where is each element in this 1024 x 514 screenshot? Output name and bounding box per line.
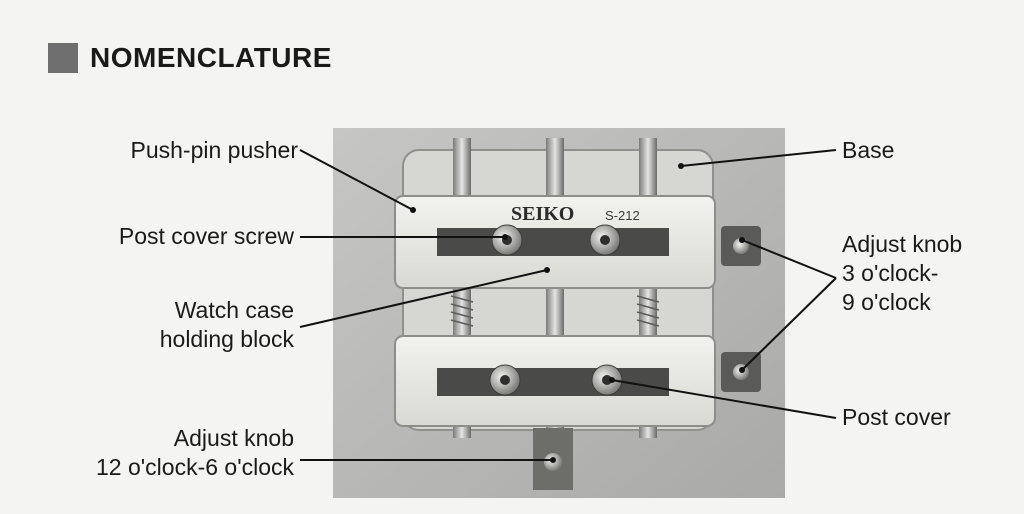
label-watch-case-line-1: Watch case [174, 297, 294, 323]
label-adjust-knob-3-9-line-2: 3 o'clock- [842, 260, 939, 286]
leader-post-cover [611, 379, 837, 419]
heading-square-icon [48, 43, 78, 73]
label-post-cover-screw: Post cover screw [118, 223, 294, 249]
model-mark: S-212 [605, 208, 640, 223]
label-adjust-knob-12-6-line-1: Adjust knob [173, 425, 294, 451]
device-photo: SEIKO S-212 [333, 128, 785, 498]
brand-mark: SEIKO [511, 203, 574, 225]
label-base: Base [842, 137, 895, 163]
label-post-cover: Post cover [842, 404, 951, 430]
leader-watch-case-holding-block [299, 269, 548, 328]
label-adjust-knob-12-6: Adjust knob 12 o'clock-6 o'clock [96, 424, 294, 482]
label-watch-case-holding-block: Watch case holding block [160, 296, 294, 354]
label-watch-case-line-2: holding block [159, 326, 294, 352]
label-adjust-knob-12-6-line-2: 12 o'clock-6 o'clock [96, 454, 294, 480]
lower-slot [437, 368, 669, 396]
section-heading: NOMENCLATURE [48, 40, 332, 76]
label-push-pin-pusher: Push-pin pusher [130, 137, 299, 163]
label-adjust-knob-3-9: Adjust knob 3 o'clock- 9 o'clock [842, 230, 962, 317]
leader-base [680, 149, 837, 167]
leader-adjust-knob-3-9-top [741, 239, 837, 279]
thread-marks [450, 295, 660, 327]
leader-push-pin-pusher [299, 149, 414, 211]
label-adjust-knob-3-9-line-1: Adjust knob [842, 231, 963, 257]
heading-title: NOMENCLATURE [90, 42, 332, 73]
label-adjust-knob-3-9-line-3: 9 o'clock [842, 289, 931, 315]
watch-case-opener-illustration: SEIKO S-212 [333, 128, 785, 498]
upper-slot [437, 228, 669, 256]
leader-adjust-knob-3-9-bottom [741, 277, 837, 371]
